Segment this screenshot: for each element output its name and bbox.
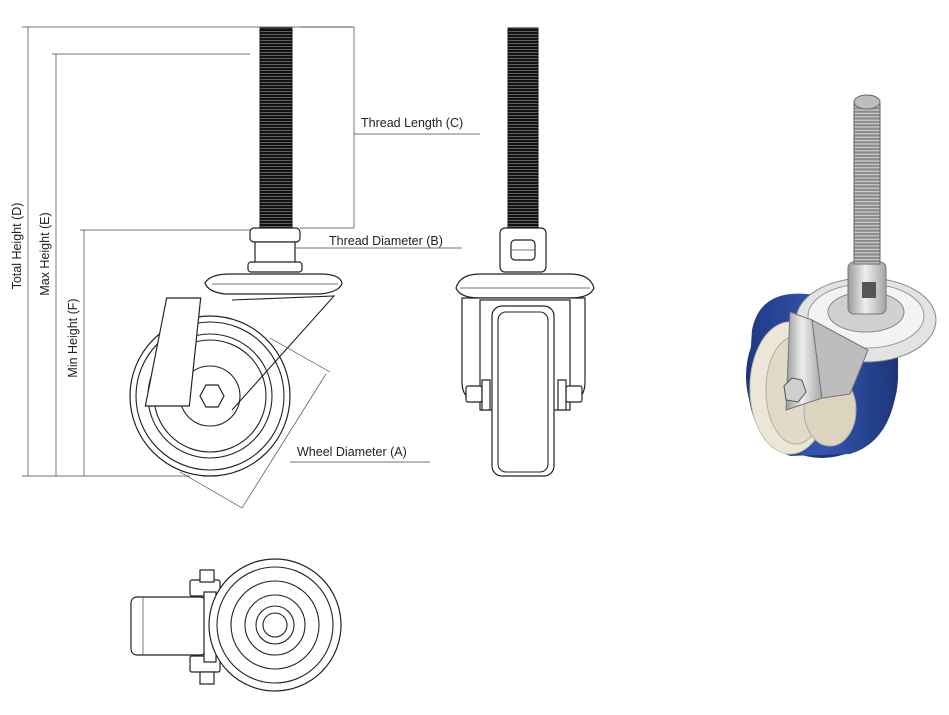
isometric-view (746, 94, 937, 458)
total-height-label: Total Height (D) (10, 203, 24, 290)
side-view (129, 27, 343, 477)
thread-diameter-label: Thread Diameter (B) (329, 234, 443, 248)
dimension-lines (22, 26, 480, 509)
thread-length-label: Thread Length (C) (361, 116, 463, 130)
wheel-diameter-label: Wheel Diameter (A) (297, 445, 407, 459)
min-height-label: Min Height (F) (66, 298, 80, 377)
max-height-label: Max Height (E) (38, 212, 52, 295)
top-view (130, 558, 342, 692)
front-view (455, 27, 595, 477)
